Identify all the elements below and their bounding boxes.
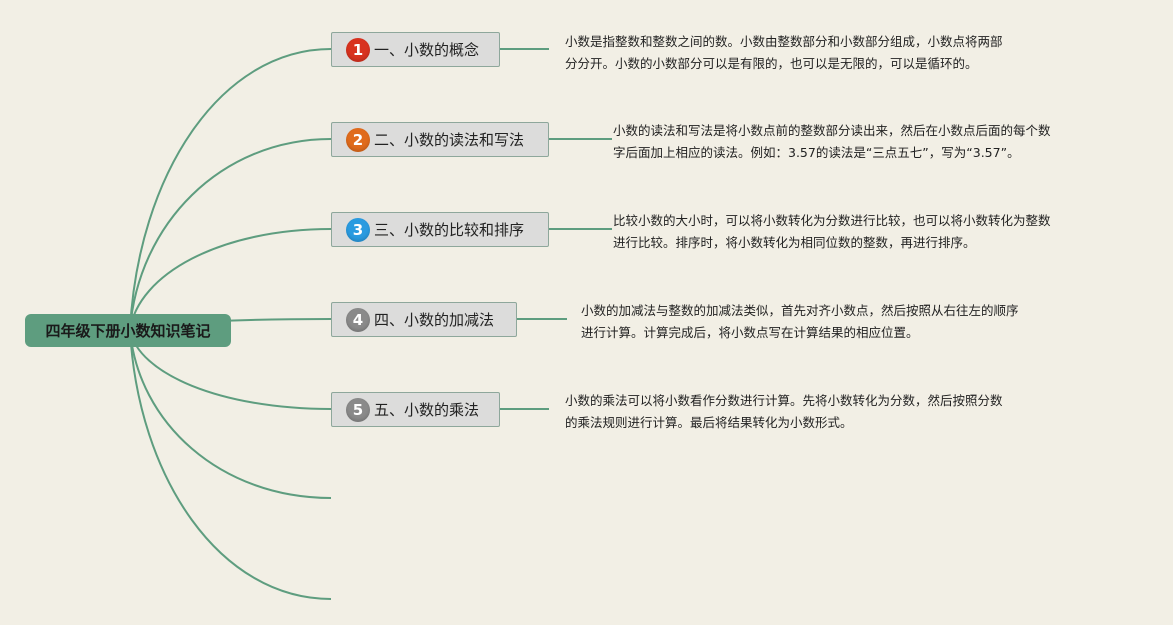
- priority-3-icon: 3: [346, 217, 370, 242]
- link-empty-1: [129, 329, 332, 499]
- priority-2-icon: 2: [346, 127, 370, 152]
- note-line: 比较小数的大小时，可以将小数转化为分数进行比较，也可以将小数转化为整数: [613, 213, 1051, 228]
- priority-4-icon: 4: [346, 307, 370, 332]
- note-line: 进行比较。排序时，将小数转化为相同位数的整数，再进行排序。: [613, 235, 976, 250]
- topic-label: 二、小数的读法和写法: [374, 131, 525, 149]
- note-add-subtract: 小数的加减法与整数的加减法类似，首先对齐小数点，然后按照从右往左的顺序 进行计算…: [581, 300, 1019, 344]
- topic-label: 三、小数的比较和排序: [374, 221, 525, 239]
- note-line: 小数的读法和写法是将小数点前的整数部分读出来，然后在小数点后面的每个数: [613, 123, 1051, 138]
- note-line: 分分开。小数的小数部分可以是有限的，也可以是无限的，可以是循环的。: [565, 56, 978, 71]
- note-compare-sort: 比较小数的大小时，可以将小数转化为分数进行比较，也可以将小数转化为整数 进行比较…: [613, 210, 1051, 254]
- link-concept: [129, 48, 332, 331]
- topic-label: 四、小数的加减法: [374, 311, 495, 329]
- priority-5-icon: 5: [346, 397, 370, 422]
- priority-1-icon: 1: [346, 37, 370, 62]
- topic-read-write[interactable]: 2 二、小数的读法和写法: [331, 122, 549, 157]
- link-compare-sort: [129, 228, 332, 331]
- topic-label: 五、小数的乘法: [374, 401, 480, 419]
- topic-add-subtract[interactable]: 4 四、小数的加减法: [331, 302, 517, 337]
- note-line: 字后面加上相应的读法。例如：3.57的读法是“三点五七”，写为“3.57”。: [613, 145, 1020, 160]
- note-line: 进行计算。计算完成后，将小数点写在计算结果的相应位置。: [581, 325, 919, 340]
- topic-label: 一、小数的概念: [374, 41, 480, 59]
- topic-multiply[interactable]: 5 五、小数的乘法: [331, 392, 500, 427]
- link-read-write: [129, 138, 332, 331]
- topic-compare-sort[interactable]: 3 三、小数的比较和排序: [331, 212, 549, 247]
- note-line: 小数是指整数和整数之间的数。小数由整数部分和小数部分组成，小数点将两部: [565, 34, 1003, 49]
- topic-concept[interactable]: 1 一、小数的概念: [331, 32, 500, 67]
- link-empty-2: [129, 329, 332, 600]
- note-multiply: 小数的乘法可以将小数看作分数进行计算。先将小数转化为分数，然后按照分数 的乘法规…: [565, 390, 1003, 434]
- note-concept: 小数是指整数和整数之间的数。小数由整数部分和小数部分组成，小数点将两部 分分开。…: [565, 31, 1003, 75]
- root-topic[interactable]: 四年级下册小数知识笔记: [25, 314, 231, 347]
- note-read-write: 小数的读法和写法是将小数点前的整数部分读出来，然后在小数点后面的每个数 字后面加…: [613, 120, 1051, 164]
- note-line: 的乘法规则进行计算。最后将结果转化为小数形式。: [565, 415, 853, 430]
- note-line: 小数的加减法与整数的加减法类似，首先对齐小数点，然后按照从右往左的顺序: [581, 303, 1019, 318]
- note-line: 小数的乘法可以将小数看作分数进行计算。先将小数转化为分数，然后按照分数: [565, 393, 1003, 408]
